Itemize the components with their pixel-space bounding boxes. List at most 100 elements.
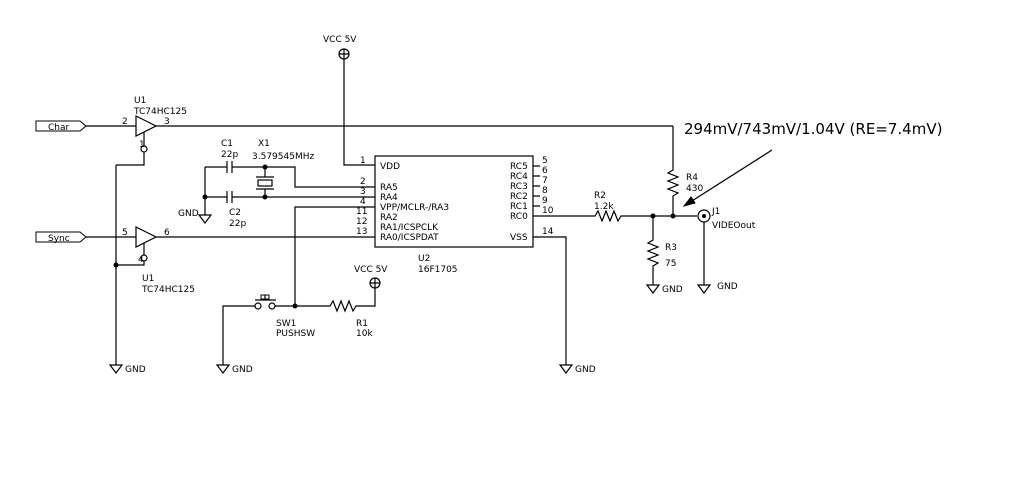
vss-wire [533,236,567,365]
voltage-annotation: 294mV/743mV/1.04V (RE=7.4mV) [682,120,942,207]
svg-text:RA1/ICSPCLK: RA1/ICSPCLK [380,223,439,233]
u2-microcontroller: U2 16F1705 VDD 1 RA5 2 RA4 3 VPP/MCLR-/R… [356,155,554,275]
svg-text:5: 5 [122,228,128,238]
svg-text:RC0: RC0 [510,212,528,222]
junction-dot [262,194,268,200]
gnd-symbol-u1: GND [108,364,146,375]
svg-text:12: 12 [356,217,367,227]
svg-text:4: 4 [138,255,144,265]
gnd-symbol-j1: GND [696,282,738,294]
svg-text:22p: 22p [221,150,238,160]
svg-text:RC4: RC4 [510,172,528,182]
svg-text:11: 11 [356,207,367,217]
junction-dot [202,194,208,200]
svg-text:GND: GND [125,365,146,375]
capacitor-c2: C2 22p [205,191,375,229]
svg-text:C2: C2 [229,208,241,218]
svg-text:3: 3 [164,117,170,127]
video-out-connector: J1 VIDEOout [697,207,756,285]
svg-text:VPP/MCLR-/RA3: VPP/MCLR-/RA3 [380,203,449,213]
svg-text:10: 10 [542,206,554,216]
svg-text:Char: Char [48,123,70,133]
u1-bottom-buffer: 5 6 4 U1 TC74HC125 [86,226,375,295]
svg-text:GND: GND [662,285,683,295]
svg-text:VDD: VDD [380,162,400,172]
svg-text:22p: 22p [229,219,246,229]
svg-text:RC5: RC5 [510,162,528,172]
svg-text:R3: R3 [665,243,677,253]
svg-text:VCC 5V: VCC 5V [323,35,357,45]
svg-text:13: 13 [356,227,367,237]
svg-text:J1: J1 [711,207,720,217]
svg-text:RA0/ICSPDAT: RA0/ICSPDAT [380,233,439,243]
mclr-wire [294,206,375,306]
svg-text:6: 6 [164,228,170,238]
svg-text:Sync: Sync [48,234,70,244]
svg-text:GND: GND [575,365,596,375]
svg-text:RA2: RA2 [380,213,398,223]
svg-text:X1: X1 [258,139,270,149]
svg-text:GND: GND [717,282,738,292]
gnd-symbol-vss: GND [558,364,596,375]
junction-dot [113,262,119,268]
gnd-symbol-caps: GND [178,209,213,224]
svg-text:75: 75 [665,259,676,269]
junction-dot [262,164,268,170]
junction-dot [670,213,676,219]
crystal-x1: X1 3.579545MHz [252,139,314,197]
svg-text:1: 1 [360,156,366,166]
svg-text:1: 1 [139,140,145,150]
svg-text:3.579545MHz: 3.579545MHz [252,152,314,162]
svg-text:TC74HC125: TC74HC125 [141,285,195,295]
svg-text:U1: U1 [142,274,154,284]
resistor-r4: R4 430 [666,126,703,216]
svg-text:16F1705: 16F1705 [418,265,458,275]
svg-text:3: 3 [360,187,366,197]
svg-text:RC3: RC3 [510,182,528,192]
svg-text:6: 6 [542,166,548,176]
svg-text:RA5: RA5 [380,183,398,193]
svg-text:R1: R1 [356,319,368,329]
capacitor-c1: C1 22p [205,139,375,188]
vcc-symbol-r1: VCC 5V [354,265,388,289]
svg-text:1.2k: 1.2k [594,202,614,212]
svg-text:VCC 5V: VCC 5V [354,265,388,275]
resistor-r1: R1 10k [295,288,376,339]
svg-text:294mV/743mV/1.04V (RE=7.4mV): 294mV/743mV/1.04V (RE=7.4mV) [684,120,942,138]
svg-text:GND: GND [232,365,253,375]
svg-text:RC1: RC1 [510,202,528,212]
svg-text:SW1: SW1 [276,319,296,329]
svg-text:RA4: RA4 [380,193,398,203]
svg-text:2: 2 [122,117,128,127]
svg-text:PUSHSW: PUSHSW [276,329,315,339]
svg-text:9: 9 [542,196,548,206]
svg-text:4: 4 [360,197,366,207]
pushbutton-sw1: SW1 PUSHSW [222,294,315,365]
gnd-symbol-sw1: GND [215,364,253,375]
svg-text:14: 14 [542,227,554,237]
svg-text:VIDEOout: VIDEOout [712,221,756,231]
svg-text:GND: GND [178,209,199,219]
u1-top-buffer: 2 3 1 U1 TC74HC125 [86,96,673,166]
svg-text:R2: R2 [594,191,606,201]
svg-text:VSS: VSS [510,233,528,243]
svg-text:8: 8 [542,186,548,196]
svg-text:RC2: RC2 [510,192,528,202]
resistor-r2: R2 1.2k [533,191,697,223]
net-label-char: Char [35,120,87,133]
svg-text:430: 430 [686,184,703,194]
svg-text:5: 5 [542,156,548,166]
svg-text:10k: 10k [356,329,373,339]
svg-text:C1: C1 [221,139,233,149]
gnd-symbol-r3: GND [645,284,683,295]
vcc-symbol-top: VCC 5V [323,35,375,166]
svg-text:R4: R4 [686,173,698,183]
svg-text:U1: U1 [134,96,146,106]
svg-text:TC74HC125: TC74HC125 [133,107,187,117]
svg-text:2: 2 [360,177,366,187]
net-label-sync: Sync [35,231,87,244]
resistor-r3: R3 75 [646,216,677,285]
svg-text:U2: U2 [418,254,430,264]
svg-text:7: 7 [542,176,548,186]
